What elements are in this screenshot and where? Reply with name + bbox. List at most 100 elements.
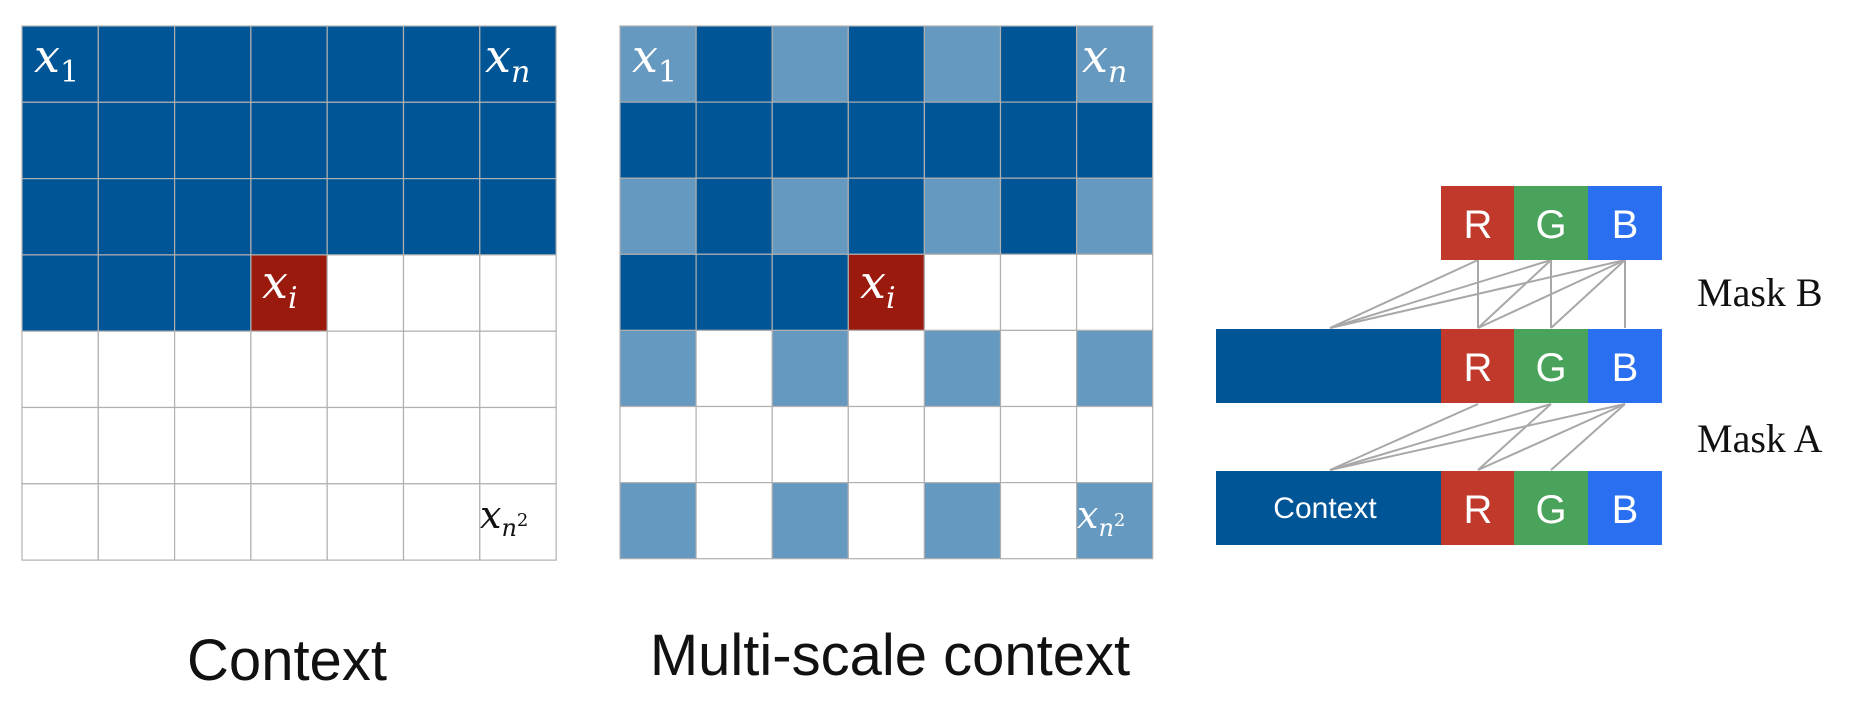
grid-cell — [619, 101, 697, 179]
multiscale-caption: Multi-scale context — [650, 623, 1130, 688]
grid-cell — [479, 254, 557, 332]
top-g-block — [1514, 186, 1588, 260]
maskb-line — [1329, 259, 1479, 329]
grid-cell — [250, 406, 328, 485]
grid-cell — [1075, 329, 1154, 408]
grid-cell — [21, 254, 99, 332]
grid-cell — [250, 254, 328, 332]
grid-cell — [21, 101, 99, 180]
grid-cell — [174, 25, 252, 103]
grid-cell — [771, 329, 849, 408]
grid-cell — [97, 254, 176, 332]
grid-cell — [847, 101, 925, 179]
grid-cell — [847, 177, 925, 255]
grid-cell — [326, 483, 405, 561]
grid-cell — [479, 406, 557, 485]
bottom-context-label: Context — [1273, 492, 1377, 525]
middle-b-block — [1588, 329, 1662, 403]
grid-cell — [1075, 177, 1154, 255]
grid-cell — [999, 25, 1078, 103]
mask-b-label: Mask B — [1697, 270, 1823, 315]
middle-r-block — [1441, 329, 1515, 403]
grid-cell — [21, 406, 99, 485]
grid-cell — [479, 178, 557, 256]
bottom-g-label: G — [1535, 488, 1566, 532]
grid-cell — [771, 25, 849, 103]
grid-cell — [21, 25, 99, 103]
grid-cell — [97, 178, 176, 256]
maskb-line — [1329, 259, 1552, 329]
context-caption: Context — [187, 628, 387, 693]
grid-cell — [326, 101, 405, 180]
grid-cell — [326, 406, 405, 485]
maska-line — [1550, 403, 1626, 471]
grid-cell — [999, 482, 1078, 560]
grid-cell — [326, 25, 405, 103]
middle-r-label: R — [1464, 346, 1493, 390]
grid-cell — [999, 405, 1078, 484]
grid-cell — [479, 330, 557, 409]
bottom-r-block — [1441, 471, 1515, 545]
context-grid — [21, 25, 557, 561]
maska-line — [1329, 403, 1479, 471]
grid-cell — [479, 483, 557, 561]
grid-cell — [21, 483, 99, 561]
grid-cell — [619, 405, 697, 484]
grid-cell — [97, 483, 176, 561]
middle-context-bar — [1216, 329, 1441, 403]
top-r-label: R — [1464, 203, 1493, 247]
grid-cell — [695, 405, 773, 484]
grid-cell — [923, 177, 1002, 255]
grid-cell — [923, 101, 1002, 179]
top-b-label: B — [1612, 203, 1639, 247]
grid-cell — [250, 330, 328, 409]
grid-cell — [999, 177, 1078, 255]
grid-cell — [402, 406, 481, 485]
mask-a-label: Mask A — [1697, 416, 1823, 461]
grid-cell — [174, 254, 252, 332]
grid-cell — [97, 101, 176, 180]
grid-cell — [923, 329, 1002, 408]
middle-g-label: G — [1535, 346, 1566, 390]
grid-cell — [771, 482, 849, 560]
grid-cell — [1075, 25, 1154, 103]
grid-cell — [695, 482, 773, 560]
mask-top-row: R G B — [1441, 186, 1662, 260]
grid-cell — [619, 329, 697, 408]
bottom-context-bar — [1216, 471, 1441, 545]
grid-cell — [250, 25, 328, 103]
grid-cell — [771, 101, 849, 179]
grid-cell — [479, 101, 557, 180]
grid-cell — [97, 25, 176, 103]
bottom-g-block — [1514, 471, 1588, 545]
grid-cell — [923, 405, 1002, 484]
mask-middle-row: R G B — [1216, 329, 1662, 403]
grid-cell — [402, 483, 481, 561]
multiscale-grid — [619, 25, 1154, 560]
grid-cell — [695, 329, 773, 408]
top-g-label: G — [1535, 203, 1566, 247]
grid-cell — [402, 178, 481, 256]
grid-cell — [999, 101, 1078, 179]
maska-line — [1477, 403, 1626, 471]
grid-cell — [174, 406, 252, 485]
maska-line — [1477, 403, 1552, 471]
grid-cell — [847, 405, 925, 484]
top-r-block — [1441, 186, 1515, 260]
grid-cell — [771, 177, 849, 255]
grid-cell — [847, 25, 925, 103]
grid-cell — [923, 253, 1002, 332]
grid-cell — [97, 406, 176, 485]
grid-cell — [326, 178, 405, 256]
grid-cell — [1075, 253, 1154, 332]
middle-b-label: B — [1612, 346, 1639, 390]
middle-g-block — [1514, 329, 1588, 403]
grid-cell — [695, 177, 773, 255]
grid-cell — [250, 178, 328, 256]
grid-cell — [1075, 482, 1154, 560]
mask-bottom-row: Context R G B — [1216, 471, 1662, 545]
grid-cell — [97, 330, 176, 409]
grid-cell — [619, 482, 697, 560]
grid-cell — [402, 101, 481, 180]
